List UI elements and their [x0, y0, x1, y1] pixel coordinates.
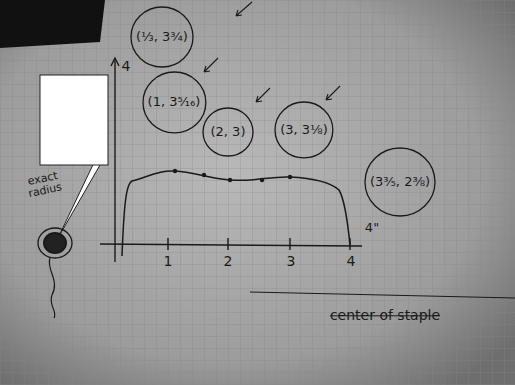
- coordinate-label: (2, 3): [211, 125, 246, 140]
- note-label: center of staple: [330, 308, 440, 323]
- blank-callout: [40, 75, 108, 238]
- coordinate-circle: (1, 3⁵⁄₁₆): [142, 70, 207, 135]
- coordinate-label: (3⅗, 2⅜): [370, 175, 430, 190]
- radius-curve: [122, 169, 350, 256]
- axes: [100, 58, 362, 262]
- tick-label: 3: [287, 254, 296, 269]
- coordinate-label: (1, 3⁵⁄₁₆): [148, 95, 201, 110]
- dark-corner: [0, 0, 105, 48]
- tick-label: 4: [347, 254, 356, 269]
- tick-label: 2: [224, 254, 233, 269]
- tick-label: 1: [164, 254, 173, 269]
- underline: [250, 292, 515, 298]
- circle-outline: [131, 7, 193, 67]
- coordinate-label: (3, 3⅛): [280, 123, 328, 138]
- coordinate-circle: (3⅗, 2⅜): [364, 146, 436, 218]
- circle-outline: [203, 108, 253, 156]
- coordinate-label: (⅓, 3¾): [136, 30, 188, 45]
- circle-outline: [365, 148, 435, 216]
- coordinate-circle: (3, 3⅛): [274, 100, 334, 160]
- coordinate-circle: (2, 3): [202, 106, 254, 158]
- circle-outline: [275, 102, 333, 158]
- circle-outline: [143, 72, 206, 133]
- note-label: 4": [365, 221, 379, 235]
- coordinate-circle: (⅓, 3¾): [130, 5, 194, 69]
- radius-scribble: [38, 228, 72, 318]
- pointer-marks: [204, 2, 340, 102]
- axis-value: 4: [122, 59, 131, 74]
